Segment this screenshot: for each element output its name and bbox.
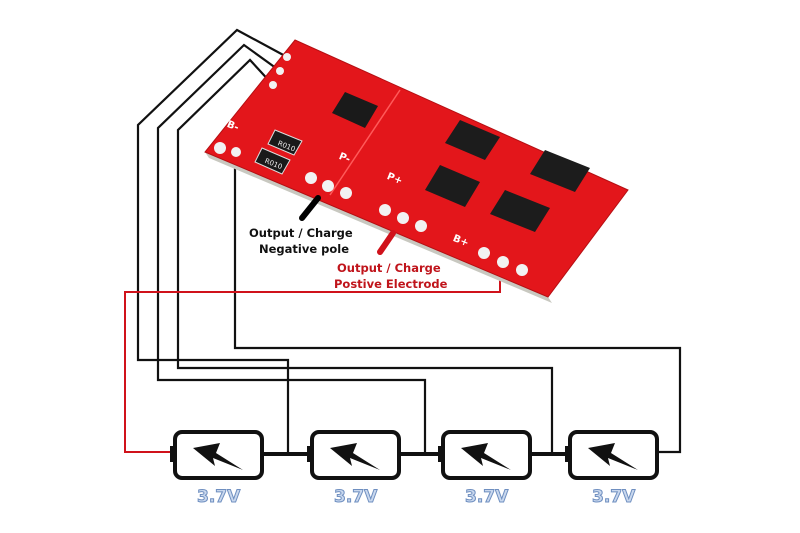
battery-voltage: 3.7V: [197, 487, 241, 507]
negative-label-line1: Output / Charge: [249, 226, 353, 240]
positive-label-line1: Output / Charge: [337, 261, 441, 275]
positive-pointer: [377, 230, 396, 255]
wire-b2: [156, 43, 427, 452]
battery-cell: 3.7V: [438, 430, 532, 508]
lightning-icon: [461, 443, 511, 470]
pad-label-p-plus: P+: [385, 171, 404, 187]
battery-voltage: 3.7V: [465, 487, 509, 507]
bms-board: R010 R010 B- P- P+ B+: [204, 39, 629, 303]
battery-cell: 3.7V: [307, 430, 401, 508]
battery-cell: 3.7V: [565, 430, 659, 508]
pad-label-p-minus: P-: [337, 151, 352, 165]
controller-chip: [332, 92, 378, 128]
negative-label-line2: Negative pole: [259, 242, 349, 256]
lightning-icon: [193, 443, 243, 470]
lightning-icon: [588, 443, 638, 470]
balance-wires: [136, 28, 682, 454]
pad-label-b-minus: B-: [225, 119, 240, 134]
wire-positive: [124, 265, 501, 453]
lightning-icon: [330, 443, 380, 470]
positive-label-line2: Postive Electrode: [334, 277, 448, 291]
wire-b-minus: [233, 152, 682, 454]
negative-pointer: [299, 195, 321, 221]
wire-b3: [176, 58, 554, 452]
battery-cell: 3.7V: [170, 430, 264, 508]
battery-voltage: 3.7V: [592, 487, 636, 507]
battery-voltage: 3.7V: [334, 487, 378, 507]
wire-b1: [136, 28, 290, 452]
